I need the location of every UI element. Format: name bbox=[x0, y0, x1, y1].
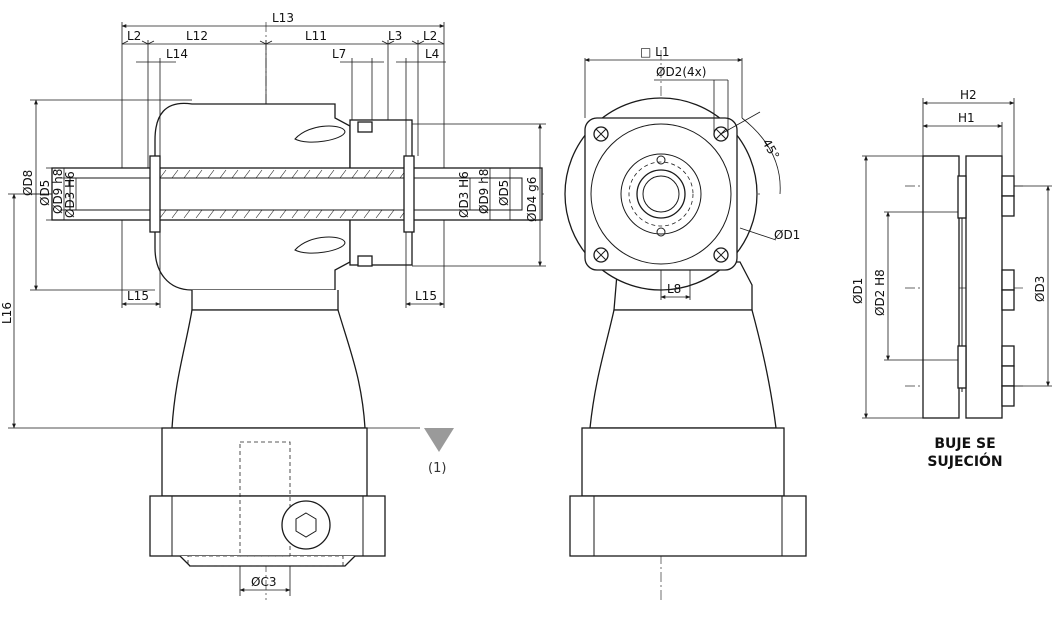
dim-L1: □ L1 bbox=[640, 45, 669, 59]
bushing-bolts bbox=[957, 175, 1015, 407]
bushing-diameter-extensions bbox=[862, 155, 1052, 419]
dim-L3: L3 bbox=[388, 29, 402, 43]
motor-flange bbox=[149, 495, 386, 557]
L15-extension-lines bbox=[121, 220, 445, 308]
lower-recess bbox=[294, 236, 346, 254]
front-view: □ L1 ØD2(4x) 45° ØD1 L8 bbox=[564, 45, 807, 600]
flange-bottom-chamfer bbox=[179, 555, 356, 567]
dim-D2-front: ØD2(4x) bbox=[656, 65, 706, 79]
bushing-caption-line1: BUJE SE bbox=[934, 436, 995, 452]
motor-adapter bbox=[161, 427, 368, 497]
dim-L15-left: L15 bbox=[127, 289, 149, 303]
dim-D9-left: ØD9 h8 bbox=[51, 169, 65, 214]
front-bell bbox=[589, 309, 777, 429]
shaft-section-hatching bbox=[159, 169, 407, 219]
pilot-recess-hidden bbox=[187, 555, 344, 567]
dim-D3-left: ØD3 H6 bbox=[63, 171, 77, 218]
L1-extensions bbox=[584, 58, 743, 118]
top-extension-lines bbox=[121, 22, 445, 168]
hub-circle bbox=[620, 153, 702, 235]
D1-leader bbox=[739, 227, 777, 241]
dim-H2: H2 bbox=[960, 88, 977, 102]
dim-bushing-D3: ØD3 bbox=[1033, 276, 1047, 302]
housing-neck bbox=[191, 290, 339, 311]
upper-recess bbox=[294, 125, 346, 143]
angle-arc bbox=[741, 117, 781, 195]
shaft-bore bbox=[69, 177, 523, 211]
dim-D8: ØD8 bbox=[21, 170, 35, 196]
dim-L16: L16 bbox=[0, 302, 14, 324]
left-diameter-extensions bbox=[30, 99, 192, 291]
row2-ticks bbox=[121, 40, 445, 45]
dim-L4: L4 bbox=[425, 47, 439, 61]
front-adapter bbox=[581, 427, 785, 497]
dim-D9-right: ØD9 h8 bbox=[477, 169, 491, 214]
dim-D5-right: ØD5 bbox=[497, 180, 511, 206]
bushing-caption-line2: SUJECIÓN bbox=[927, 452, 1002, 470]
dim-angle: 45° bbox=[759, 137, 782, 162]
dim-D4: ØD4 g6 bbox=[525, 177, 539, 222]
dim-L14: L14 bbox=[166, 47, 188, 61]
bolt-circle-hidden bbox=[628, 161, 694, 227]
dim-L2-right: L2 bbox=[423, 29, 437, 43]
bushing-view: H2 H1 ØD1 ØD2 H8 ØD3 BUJE SE SUJECIÓN bbox=[851, 88, 1052, 470]
L8-extensions bbox=[660, 270, 691, 300]
cap-nut-top bbox=[357, 121, 373, 133]
L16-extensions bbox=[8, 193, 172, 429]
front-motor-flange bbox=[569, 495, 807, 557]
dim-H1: H1 bbox=[958, 111, 975, 125]
angle-ray bbox=[720, 111, 761, 135]
right-shrink-disc bbox=[403, 155, 415, 233]
cap-nut-bottom bbox=[357, 255, 373, 267]
bushing-ring-left bbox=[922, 155, 960, 419]
right-diameter-extensions bbox=[412, 123, 546, 267]
bore-inner bbox=[642, 175, 680, 213]
dim-L2-left: L2 bbox=[127, 29, 141, 43]
hex-socket-icon bbox=[295, 512, 317, 538]
dim-bushing-D2: ØD2 H8 bbox=[873, 269, 887, 316]
gearbox-bell bbox=[171, 309, 366, 429]
D2-extensions bbox=[713, 80, 729, 134]
dim-L12: L12 bbox=[186, 29, 208, 43]
dim-D1-front: ØD1 bbox=[774, 228, 800, 242]
side-view: (1) L13 L2 L12 L11 L3 L2 L14 L7 L4 L15 L… bbox=[0, 11, 546, 600]
dim-bushing-D1: ØD1 bbox=[851, 278, 865, 304]
flange-inner-circle bbox=[590, 123, 732, 265]
dim-D5-left: ØD5 bbox=[38, 180, 52, 206]
dim-C3: ØC3 bbox=[251, 575, 276, 589]
dim-L8: L8 bbox=[667, 282, 681, 296]
dim-D3-right: ØD3 H6 bbox=[457, 171, 471, 218]
dim-L11: L11 bbox=[305, 29, 327, 43]
reference-triangle-icon bbox=[424, 428, 454, 452]
left-shrink-disc bbox=[149, 155, 161, 233]
note-marker: (1) bbox=[428, 461, 446, 476]
dim-L15-right: L15 bbox=[415, 289, 437, 303]
dim-L13: L13 bbox=[272, 11, 294, 25]
bore-outer bbox=[636, 169, 686, 219]
access-plug bbox=[281, 500, 331, 550]
bushing-ring-right bbox=[965, 155, 1003, 419]
hub-hole-top bbox=[656, 155, 666, 165]
hub-hole-bottom bbox=[656, 227, 666, 237]
dim-L7: L7 bbox=[332, 47, 346, 61]
